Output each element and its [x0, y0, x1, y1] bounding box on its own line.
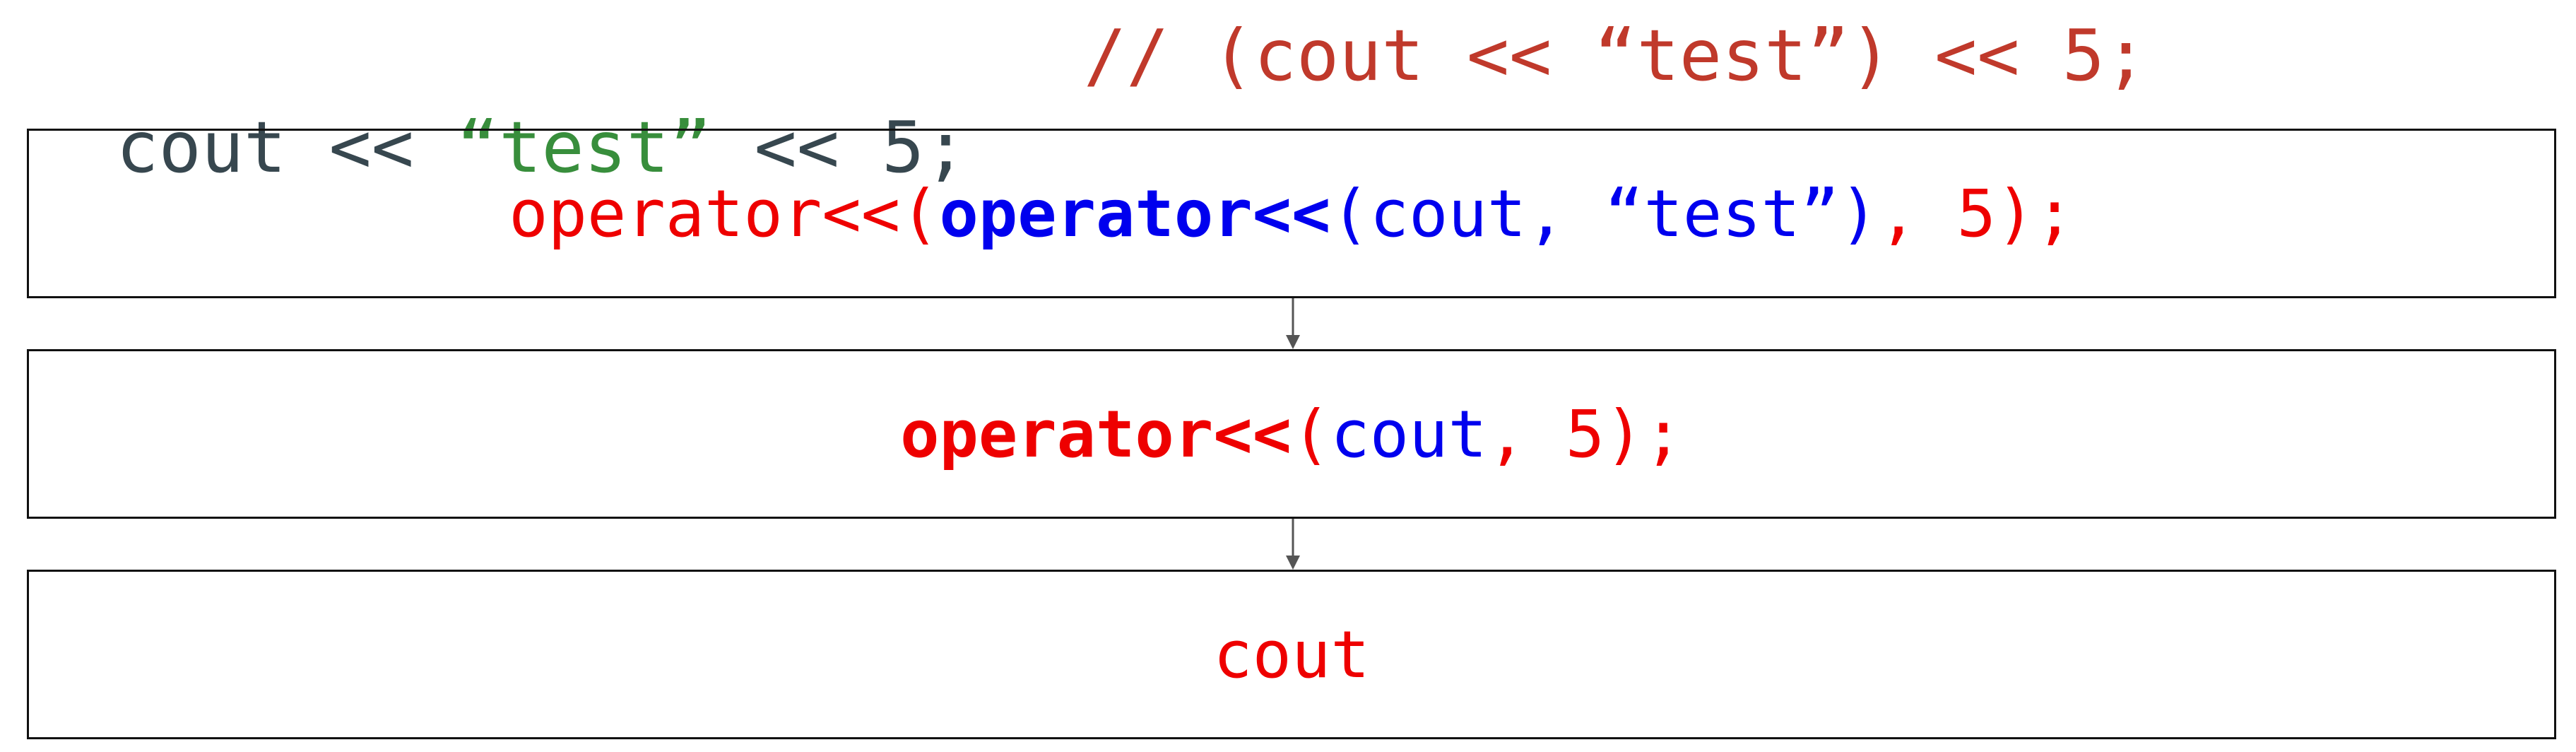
code-number: 5 [882, 106, 925, 189]
code-operator-2: << [711, 106, 882, 189]
step-1-inner-args: (cout, “test”) [1330, 175, 1879, 252]
step-2-paren: ( [1291, 396, 1331, 472]
step-3-box: cout [27, 570, 2556, 739]
arrow-step-1-to-2 [1286, 298, 1300, 349]
step-2-arg: cout [1330, 396, 1487, 472]
code-string-literal: “test” [456, 106, 712, 189]
step-2-rest: , 5); [1487, 396, 1683, 472]
code-cout: cout [116, 106, 287, 189]
source-line: cout << “test” << 5; // (cout << “test”)… [31, 10, 2546, 189]
step-1-inner-call: operator<< [939, 175, 1331, 252]
step-1-box: operator<<(operator<<(cout, “test”), 5); [27, 129, 2556, 298]
arrow-step-2-to-3 [1286, 519, 1300, 570]
step-2-box: operator<<(cout, 5); [27, 349, 2556, 519]
step-1-outer-rest: , 5); [1878, 175, 2074, 252]
code-comment: // (cout << “test”) << 5; [1084, 14, 2148, 97]
step-3-result: cout [1213, 616, 1370, 693]
step-1-outer-call: operator<<( [509, 175, 940, 252]
step-2-call: operator<< [900, 396, 1292, 472]
code-operator-1: << [286, 106, 457, 189]
code-semicolon: ; [924, 106, 967, 189]
